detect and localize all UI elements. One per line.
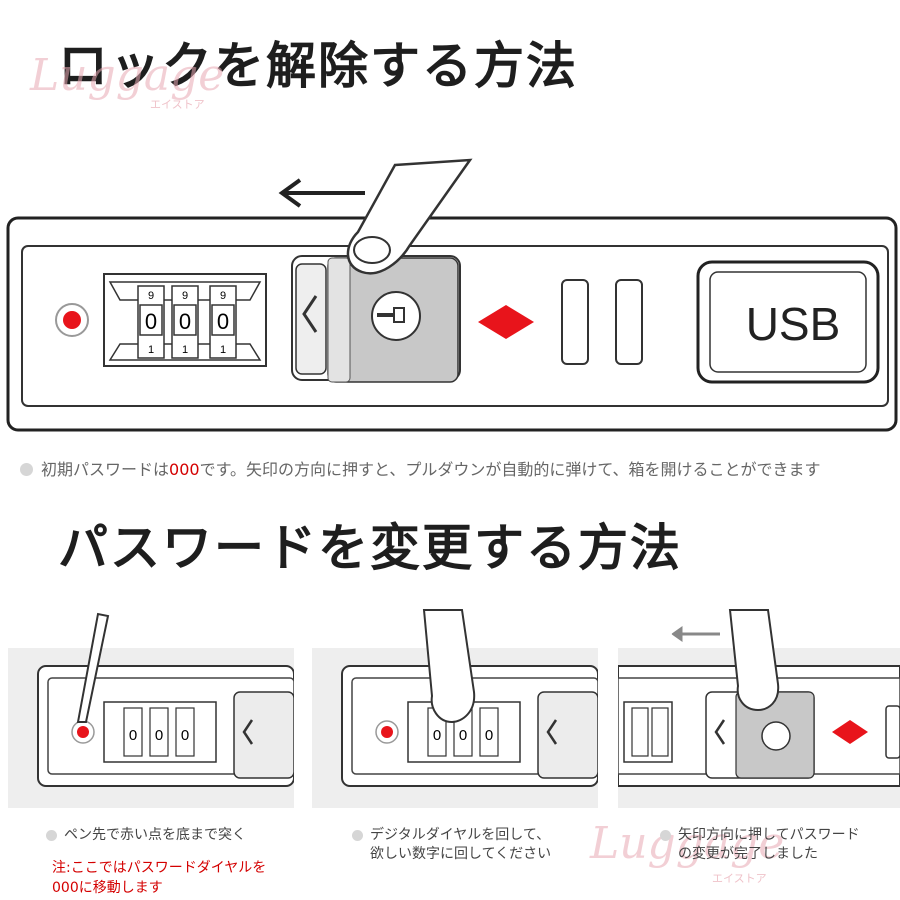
note-line-2: 000に移動します	[52, 880, 163, 896]
dial-wheel-3: 9 0 1	[209, 285, 237, 359]
svg-text:0: 0	[485, 727, 493, 744]
dial-3-top: 9	[220, 290, 226, 302]
chevron-left-icon	[302, 295, 318, 333]
dial-wheel-2: 9 0 1	[171, 285, 199, 359]
step-2-line-1: デジタルダイヤルを回して、	[370, 827, 551, 843]
step-panel-3	[618, 609, 900, 808]
note-line-1: 注:ここではパスワードダイヤルを	[52, 860, 267, 876]
dial-1-top: 9	[148, 290, 154, 302]
unlock-caption-code: 000	[169, 460, 200, 479]
lock-illustration-main: 9 0 1 9 0 1 9 0 1 USB	[6, 158, 898, 432]
dial-wheel-1: 9 0 1	[137, 285, 165, 359]
step-3-line-2: の変更が完了しました	[678, 846, 818, 862]
red-diamond-icon	[478, 305, 534, 339]
bullet-icon	[20, 463, 33, 476]
watermark-sub-bottom: エイストア	[712, 872, 767, 885]
dial-1-value: 0	[145, 309, 157, 334]
dial-3-value: 0	[217, 309, 229, 334]
dial-2-bottom: 1	[182, 344, 188, 356]
step-2-line-2: 欲しい数字に回してください	[370, 846, 552, 862]
svg-text:0: 0	[155, 727, 163, 744]
note-text: 注:ここではパスワードダイヤルを 000に移動します	[52, 858, 266, 898]
usb-label: USB	[746, 298, 841, 350]
dial-2-top: 9	[182, 290, 188, 302]
key-icon	[371, 291, 421, 341]
step-caption-1: ペン先で赤い点を底まで突く	[46, 826, 246, 845]
unlock-caption-after: です。矢印の方向に押すと、プルダウンが自動的に弾けて、箱を開けることができます	[199, 460, 821, 479]
step-caption-2: デジタルダイヤルを回して、 欲しい数字に回してください	[352, 826, 552, 864]
dial-2-value: 0	[179, 309, 191, 334]
svg-text:0: 0	[459, 727, 467, 744]
bullet-icon	[660, 830, 671, 841]
slot-1	[561, 279, 589, 365]
step-panel-1: 0 0 0	[8, 612, 294, 808]
page-title-change-password: パスワードを変更する方法	[58, 519, 682, 577]
bullet-icon	[352, 830, 363, 841]
dial-3-bottom: 1	[220, 344, 226, 356]
bullet-icon	[46, 830, 57, 841]
svg-text:0: 0	[181, 727, 189, 744]
step-3-line-1: 矢印方向に押してパスワード	[678, 827, 860, 843]
slot-2	[615, 279, 643, 365]
unlock-caption-before: 初期パスワードは	[41, 460, 170, 479]
step-caption-3: 矢印方向に押してパスワード の変更が完了しました	[660, 826, 860, 864]
step-1-line-1: ペン先で赤い点を底まで突く	[64, 827, 246, 843]
svg-text:0: 0	[129, 727, 137, 744]
left-arrow-icon	[278, 178, 365, 208]
unlock-caption: 初期パスワードは000です。矢印の方向に押すと、プルダウンが自動的に弾けて、箱を…	[20, 456, 821, 480]
svg-text:0: 0	[433, 727, 441, 744]
step-panel-2: 0 0 0	[312, 609, 598, 808]
finger-icon	[346, 158, 473, 275]
page-title-unlock: ロックを解除する方法	[58, 37, 578, 95]
watermark-sub-top: エイストア	[150, 98, 205, 111]
dial-1-bottom: 1	[148, 344, 154, 356]
